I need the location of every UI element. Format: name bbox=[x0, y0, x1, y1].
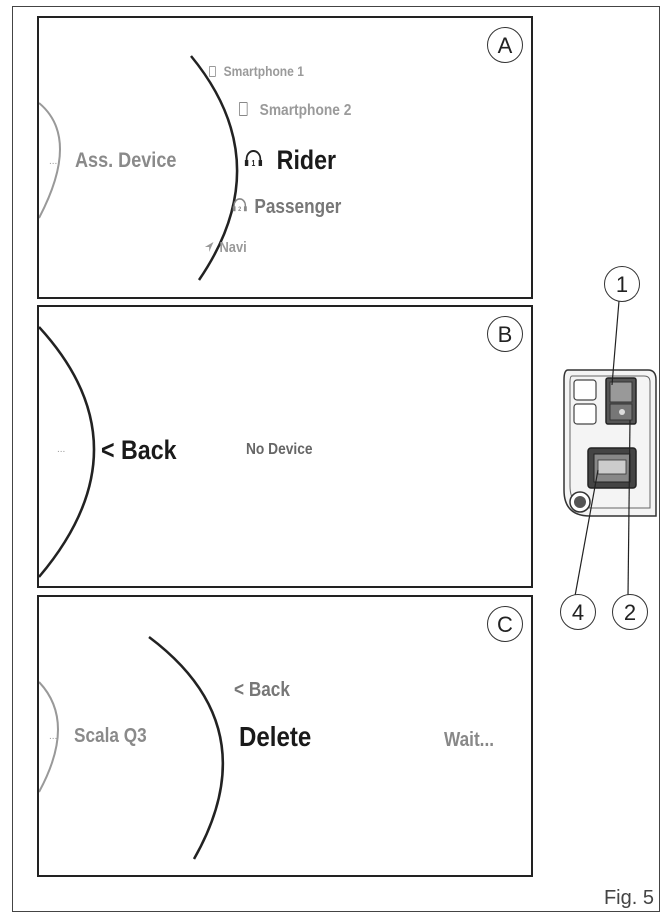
left-label-ass-device: Ass. Device bbox=[75, 149, 177, 172]
headset-1-icon: 1 bbox=[244, 150, 263, 168]
figure-label: Fig. 5 bbox=[603, 887, 654, 909]
panel-c-delete-device: C ... Scala Q3 < Back Delete Wait... bbox=[37, 595, 533, 877]
callout-4: 4 bbox=[560, 594, 596, 630]
phone-icon bbox=[209, 66, 216, 77]
delete-menu-item-selected[interactable]: Delete bbox=[239, 721, 312, 752]
panel-badge-a: A bbox=[487, 27, 523, 63]
figure-frame bbox=[12, 6, 660, 912]
left-label-scala-q3: Scala Q3 bbox=[74, 725, 147, 747]
panel-b-no-device: B ... < Back No Device bbox=[37, 305, 533, 588]
no-device-status: No Device bbox=[246, 441, 313, 458]
menu-item-rider-selected[interactable]: 1 Rider bbox=[244, 145, 336, 176]
back-menu-item[interactable]: < Back bbox=[234, 679, 290, 701]
panel-a-device-list: A ... Ass. Device Smartphone 1 Smartphon… bbox=[37, 16, 533, 299]
back-button[interactable]: < Back bbox=[101, 435, 177, 465]
callout-2: 2 bbox=[612, 594, 648, 630]
rocker-button-lower bbox=[573, 403, 597, 425]
panel-b-arcs bbox=[39, 326, 96, 578]
svg-text:1: 1 bbox=[252, 158, 256, 168]
phone-icon bbox=[239, 102, 248, 116]
headset-2-icon: 2 bbox=[232, 198, 247, 213]
panel-b-ellipsis: ... bbox=[57, 444, 66, 455]
svg-text:2: 2 bbox=[238, 206, 242, 213]
handlebar-control-unit bbox=[563, 369, 657, 517]
navigation-arrow-icon bbox=[204, 242, 214, 252]
wait-status: Wait... bbox=[444, 729, 495, 751]
menu-item-smartphone-2[interactable]: Smartphone 2 bbox=[239, 102, 351, 120]
panel-c-ellipsis: ... bbox=[49, 731, 58, 742]
panel-badge-b: B bbox=[487, 316, 523, 352]
panel-c-arcs bbox=[39, 636, 224, 860]
menu-item-passenger[interactable]: 2 Passenger bbox=[232, 196, 341, 219]
menu-item-smartphone-1[interactable]: Smartphone 1 bbox=[209, 63, 304, 79]
menu-item-navi[interactable]: Navi bbox=[204, 239, 247, 256]
panel-a-arcs bbox=[39, 55, 239, 281]
panel-badge-c: C bbox=[487, 606, 523, 642]
rocker-button-upper bbox=[573, 379, 597, 401]
panel-a-ellipsis: ... bbox=[49, 156, 58, 167]
callout-1: 1 bbox=[604, 266, 640, 302]
